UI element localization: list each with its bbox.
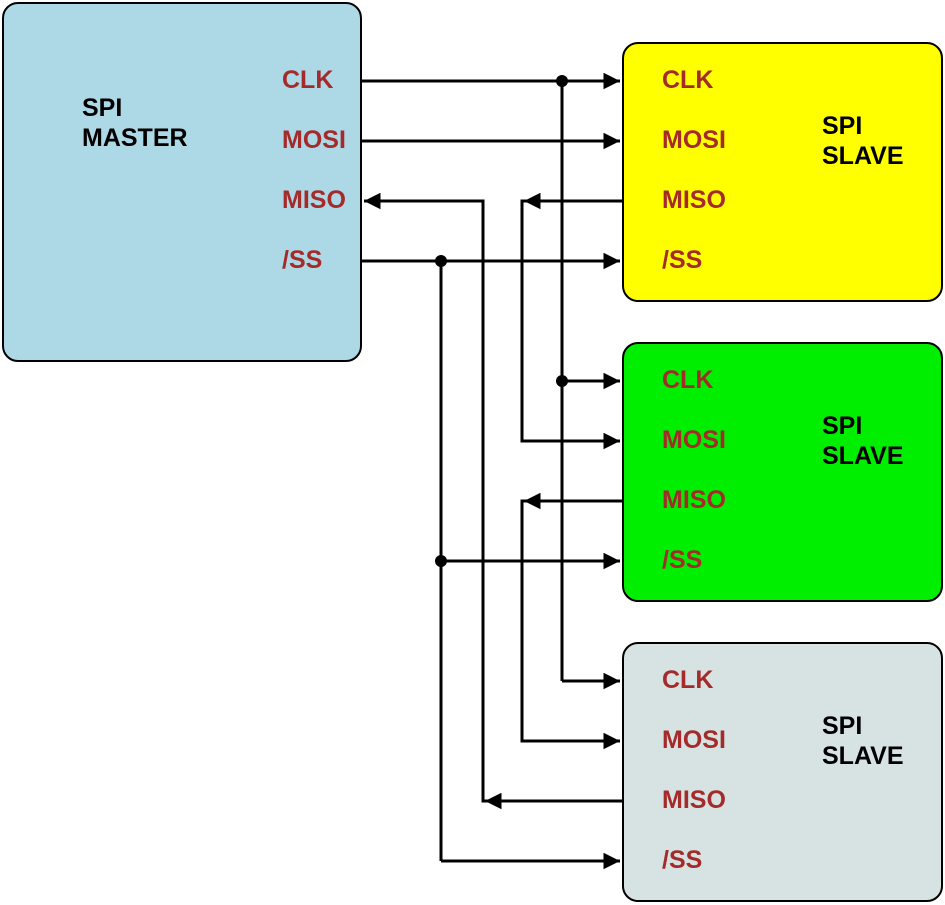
slave-3-title-line1: SPI: [822, 712, 863, 740]
miso-slave-1-to-mosi-slave-2: [520, 199, 622, 443]
slave-3-title-line2: SLAVE: [822, 742, 904, 770]
spi-master-block: [2, 2, 362, 362]
spi-slave-1-block: [622, 42, 943, 302]
slave-2-pin-mosi: MOSI: [662, 426, 726, 454]
slave-3-pin-clk: CLK: [662, 666, 714, 694]
clk-junction-dot-1: [556, 75, 568, 87]
clk-junction-dot-2: [556, 375, 568, 387]
miso-slave-2-to-mosi-slave-3: [520, 499, 622, 743]
slave-2-pin-clk: CLK: [662, 366, 714, 394]
slave-3-pin-mosi: MOSI: [662, 726, 726, 754]
slave-2-title-line2: SLAVE: [822, 442, 904, 470]
slave-2-pin-miso: MISO: [662, 486, 726, 514]
slave-1-pin-ss: /SS: [662, 246, 703, 274]
slave-1-pin-clk: CLK: [662, 66, 714, 94]
slave-1-pin-miso: MISO: [662, 186, 726, 214]
slave-3-pin-miso: MISO: [662, 786, 726, 814]
master-pin-miso: MISO: [282, 186, 346, 214]
spi-slave-2-block: [622, 342, 943, 602]
slave-1-title-line2: SLAVE: [822, 142, 904, 170]
slave-2-title-line1: SPI: [822, 412, 863, 440]
master-pin-mosi: MOSI: [282, 126, 346, 154]
slave-1-pin-mosi: MOSI: [662, 126, 726, 154]
ss-junction-dot-1: [435, 255, 447, 267]
master-pin-clk: CLK: [282, 66, 334, 94]
slave-1-title-line1: SPI: [822, 112, 863, 140]
master-title-line1: SPI: [82, 94, 123, 122]
master-title-line2: MASTER: [82, 124, 188, 152]
master-pin-ss: /SS: [282, 246, 323, 274]
ss-junction-dot-2: [435, 555, 447, 567]
slave-2-pin-ss: /SS: [662, 546, 703, 574]
spi-slave-3-block: [622, 642, 943, 902]
slave-3-pin-ss: /SS: [662, 846, 703, 874]
